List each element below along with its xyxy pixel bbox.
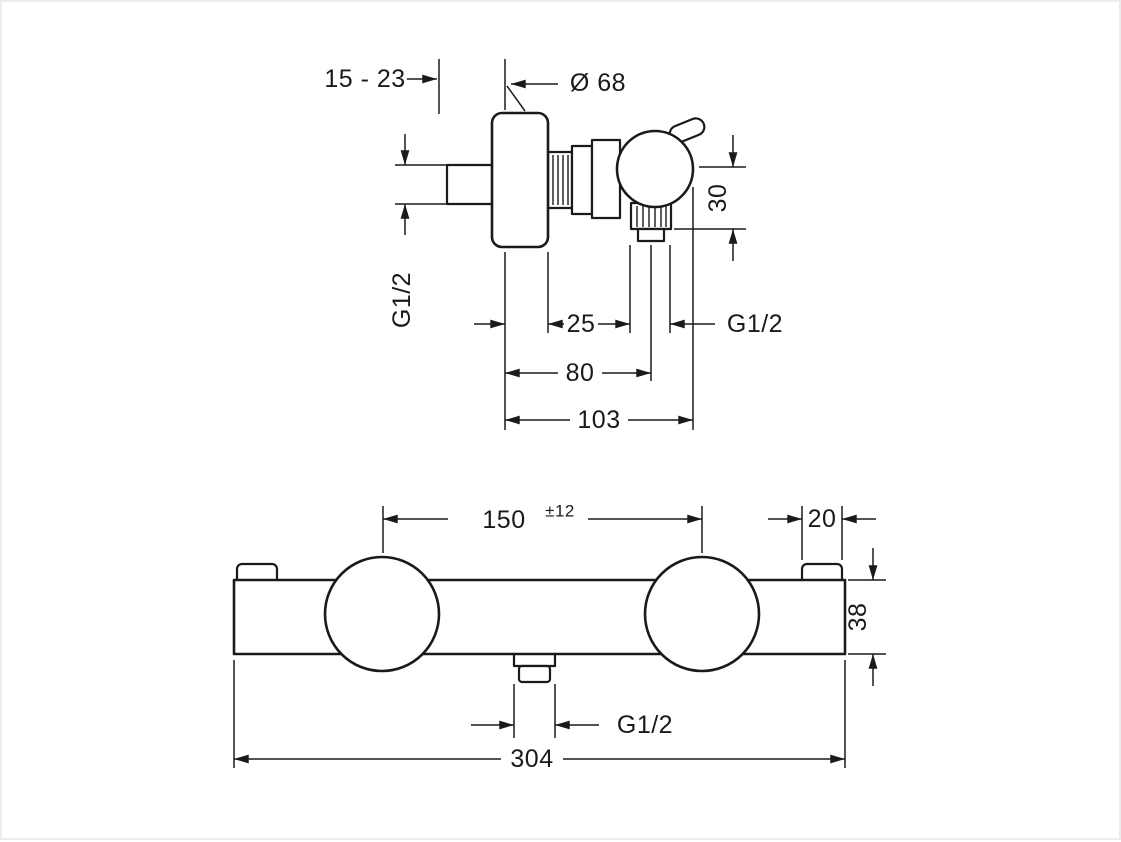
outlet-thread-label-front: G1/2: [617, 711, 673, 739]
outlet-thread-label-side: G1/2: [727, 310, 783, 338]
dim-escutcheon-depth-label: 25: [567, 310, 596, 338]
dim-inlet-spacing-label: 150: [482, 506, 525, 534]
right-escutcheon: [643, 555, 761, 673]
dim-text-mask: [448, 506, 588, 532]
dim-inlet-spacing-tolerance-label: ±12: [545, 502, 575, 521]
dim-wall-depth-label: 15 - 23: [324, 65, 405, 93]
outlet-nut-ridges: [636, 206, 667, 227]
outlet-thread-stub: [636, 227, 666, 243]
dim-text-mask: [501, 746, 563, 772]
dim-body-height-label: 38: [844, 603, 872, 632]
side-view: 15 - 23 Ø 68 G1/2 30: [324, 59, 783, 434]
dim-outlet-depth-label: 80: [566, 359, 595, 387]
connector-sleeve: [570, 144, 594, 216]
thermostat-handle: [615, 129, 695, 209]
dim-text-mask: [558, 360, 602, 386]
wall-union-stub: [445, 163, 496, 206]
diameter-leader-diagonal: [506, 85, 526, 112]
left-escutcheon: [323, 555, 441, 673]
dim-bracket-width-label: 20: [808, 505, 837, 533]
dim-text-mask: [570, 407, 628, 433]
dim-text-mask: [564, 311, 598, 337]
dim-outlet-drop-label: 30: [704, 184, 732, 213]
dim-escutcheon-diameter-label: Ø 68: [570, 69, 626, 97]
dim-overall-width-label: 304: [510, 745, 553, 773]
connector-nut-ridges: [552, 155, 569, 205]
valve-body: [590, 138, 622, 220]
inlet-thread-label: G1/2: [388, 272, 416, 328]
front-view: 150 ±12 20 38 G1/2 304: [232, 502, 886, 773]
escutcheon-side-profile: [490, 111, 550, 249]
bottom-outlet-thread: [517, 664, 552, 684]
dim-total-depth-label: 103: [577, 406, 620, 434]
